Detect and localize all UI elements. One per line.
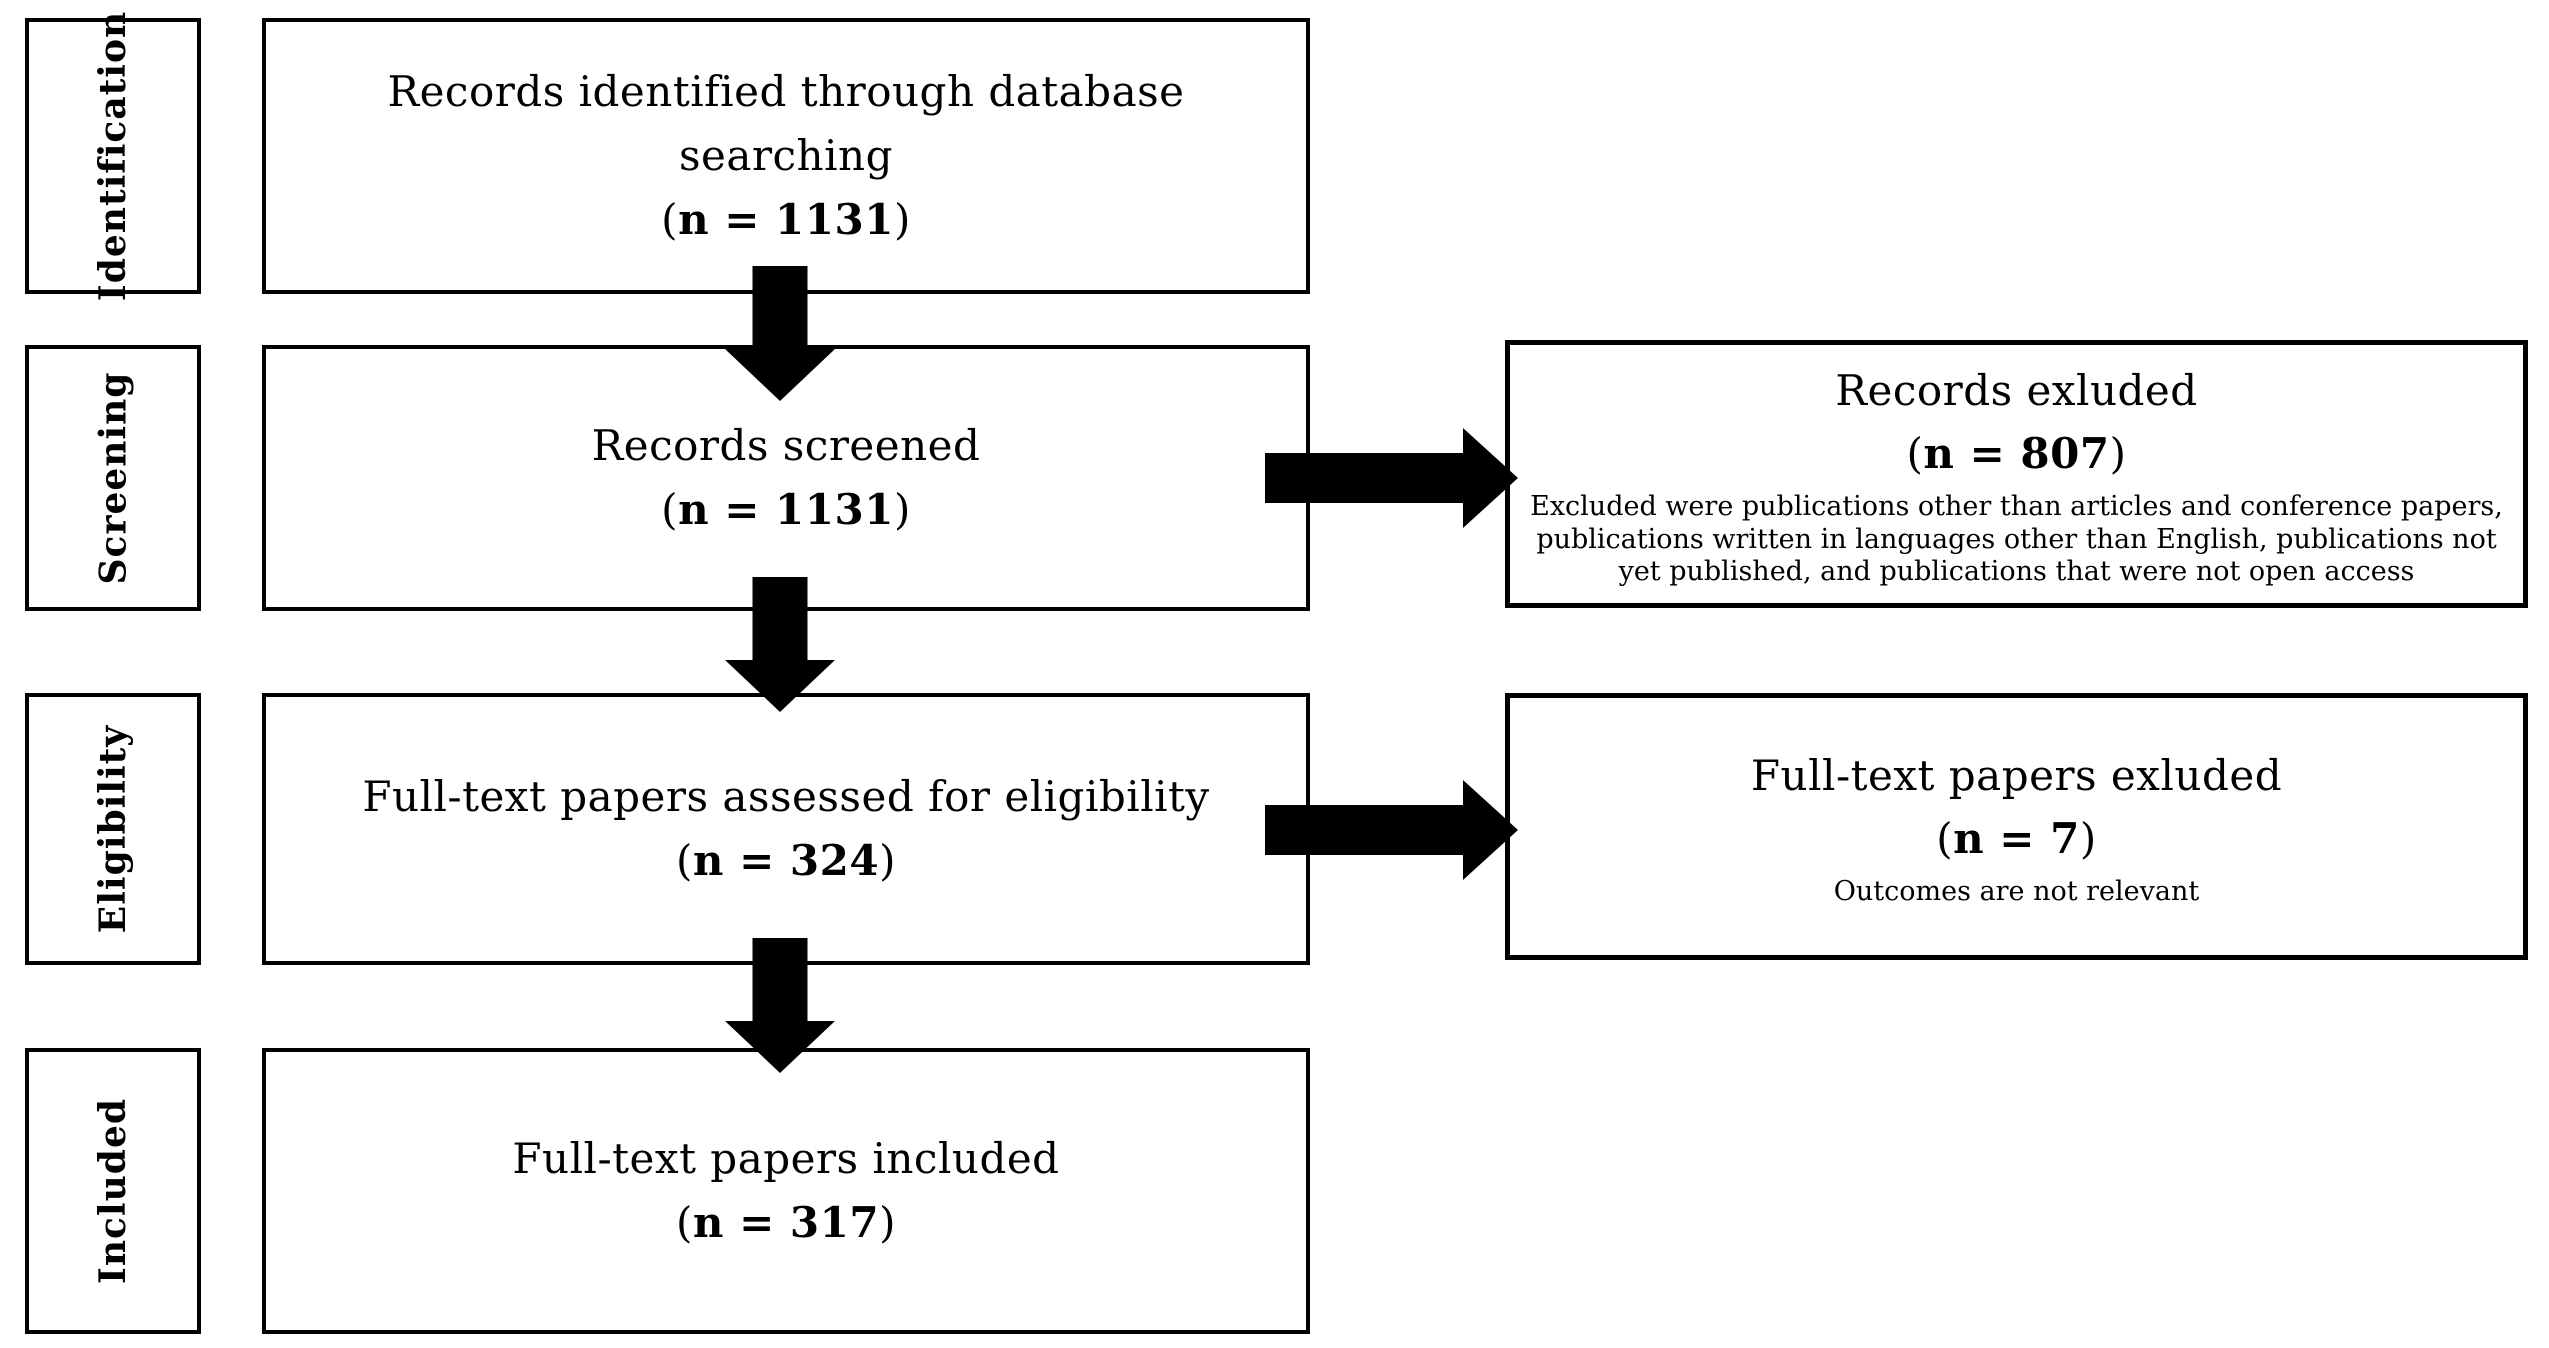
paren-close: ) — [879, 1198, 896, 1247]
down-arrow-icon — [725, 938, 835, 1073]
box-records-excluded-count: (n = 807) — [1907, 422, 2127, 485]
down-arrow-screening-to-eligibility — [725, 577, 835, 712]
stage-box-included: Included — [25, 1048, 201, 1334]
count-value: n = 324 — [692, 836, 880, 885]
box-records-excluded-note: Excluded were publications other than ar… — [1530, 491, 2503, 588]
count-value: n = 1131 — [678, 194, 894, 244]
stage-label-eligibility: Eligibility — [92, 724, 135, 934]
box-fulltext-assessed: Full-text papers assessed for eligibilit… — [262, 693, 1310, 965]
box-fulltext-excluded-count: (n = 7) — [1936, 807, 2096, 870]
box-records-identified-count: (n = 1131) — [661, 188, 911, 252]
stage-label-screening: Screening — [92, 371, 135, 585]
box-fulltext-excluded-title: Full-text papers exluded — [1750, 751, 2283, 801]
count-value: n = 7 — [1953, 814, 2080, 864]
paren-open: ( — [661, 194, 679, 244]
box-records-excluded-title: Records exluded — [1835, 366, 2198, 416]
count-value: n = 1131 — [678, 485, 894, 534]
stage-label-included: Included — [92, 1097, 134, 1285]
box-fulltext-included-text: Full-text papers included — [512, 1134, 1060, 1184]
box-records-screened-text: Records screened — [591, 421, 981, 471]
right-arrow-eligibility-to-excluded — [1265, 780, 1518, 880]
paren-close: ) — [2109, 429, 2127, 479]
down-arrow-icon — [725, 577, 835, 712]
stage-label-identification: Identification — [92, 10, 135, 302]
box-records-screened-count: (n = 1131) — [661, 478, 911, 542]
paren-close: ) — [893, 194, 911, 244]
box-records-identified-text: Records identified through database sear… — [387, 67, 1185, 181]
paren-open: ( — [676, 1198, 693, 1247]
down-arrow-identification-to-screening — [725, 266, 835, 401]
paren-open: ( — [661, 485, 679, 534]
down-arrow-eligibility-to-included — [725, 938, 835, 1073]
box-fulltext-assessed-text: Full-text papers assessed for eligibilit… — [362, 772, 1210, 822]
stage-box-screening: Screening — [25, 345, 201, 611]
paren-open: ( — [676, 836, 693, 885]
paren-close: ) — [893, 485, 911, 534]
count-value: n = 807 — [1923, 429, 2110, 479]
right-arrow-icon — [1265, 780, 1518, 880]
stage-box-eligibility: Eligibility — [25, 693, 201, 965]
right-arrow-screening-to-excluded — [1265, 428, 1518, 528]
down-arrow-icon — [725, 266, 835, 401]
stage-box-identification: Identification — [25, 11, 201, 301]
paren-close: ) — [2079, 814, 2097, 864]
right-arrow-icon — [1265, 428, 1518, 528]
count-value: n = 317 — [692, 1198, 880, 1247]
box-fulltext-included: Full-text papers included (n = 317) — [262, 1048, 1310, 1334]
paren-close: ) — [879, 836, 896, 885]
box-fulltext-included-count: (n = 317) — [676, 1191, 896, 1255]
box-fulltext-excluded: Full-text papers exluded (n = 7) Outcome… — [1505, 693, 2528, 960]
box-fulltext-assessed-count: (n = 324) — [676, 829, 896, 893]
box-records-excluded: Records exluded (n = 807) Excluded were … — [1505, 340, 2528, 608]
box-fulltext-excluded-note: Outcomes are not relevant — [1833, 876, 2200, 908]
paren-open: ( — [1906, 429, 1924, 479]
paren-open: ( — [1936, 814, 1954, 864]
box-records-identified: Records identified through database sear… — [262, 18, 1310, 294]
